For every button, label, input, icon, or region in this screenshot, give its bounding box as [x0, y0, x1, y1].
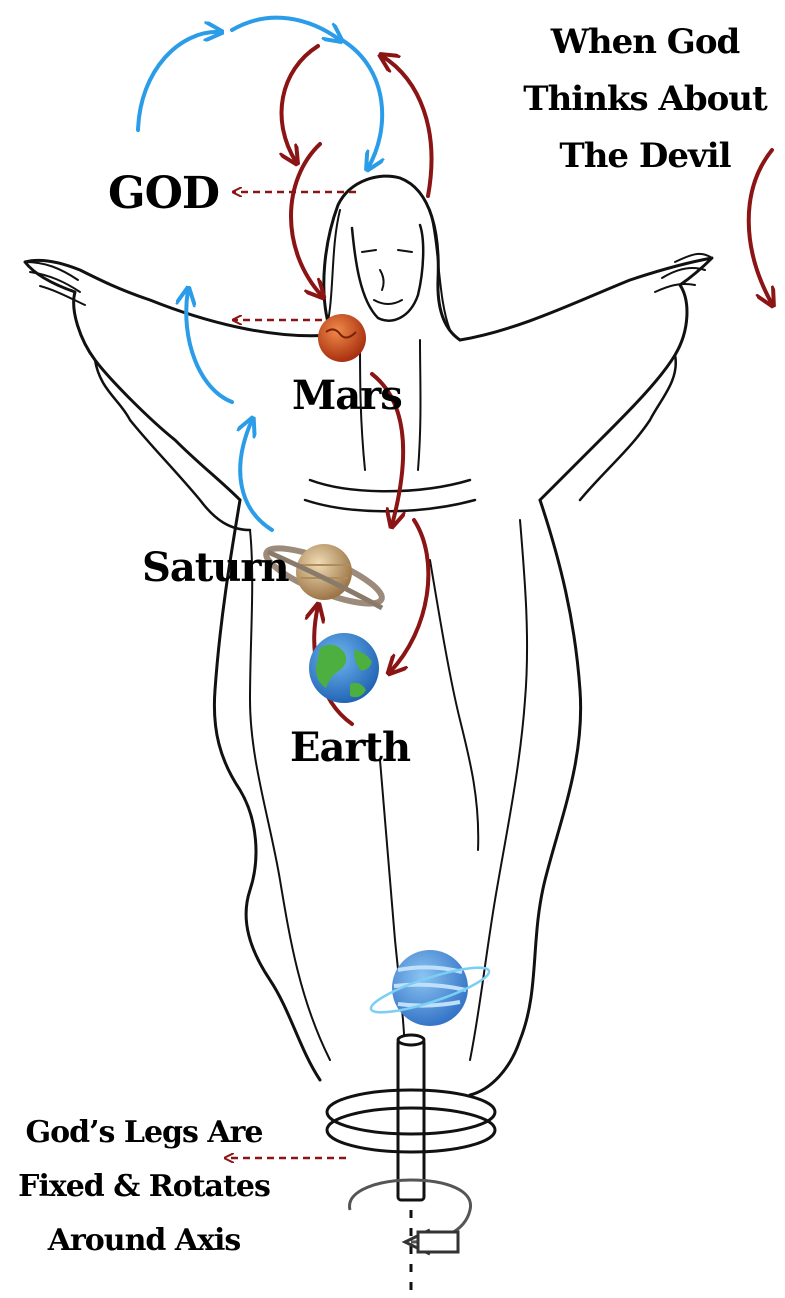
axis-pole	[398, 1040, 424, 1200]
diagram-title: When God Thinks About The Devil	[520, 14, 770, 185]
figure-right-arm	[460, 258, 712, 500]
label-legs-note: God’s Legs Are Fixed & Rotates Around Ax…	[0, 1106, 288, 1268]
blue-arrow	[342, 40, 382, 168]
label-god: GOD	[108, 168, 219, 219]
red-arrow	[282, 46, 318, 162]
figure-left-arm	[25, 260, 330, 500]
rotation-axis	[327, 1035, 495, 1298]
label-saturn: Saturn	[142, 544, 289, 591]
mars-planet-icon	[318, 314, 366, 362]
blue-arrow	[186, 290, 232, 402]
blue-arrow	[138, 32, 220, 130]
blue-arrows	[138, 18, 382, 530]
figure-outline	[25, 176, 712, 1095]
label-mars: Mars	[292, 372, 402, 419]
blue-arrow	[240, 420, 272, 530]
earth-planet-icon	[309, 633, 379, 703]
red-arrow	[291, 144, 322, 296]
figure-face	[352, 225, 423, 321]
blue-arrow	[232, 18, 340, 40]
label-earth: Earth	[290, 724, 410, 771]
blue-planet-icon	[367, 950, 492, 1026]
red-arrow	[390, 520, 428, 672]
